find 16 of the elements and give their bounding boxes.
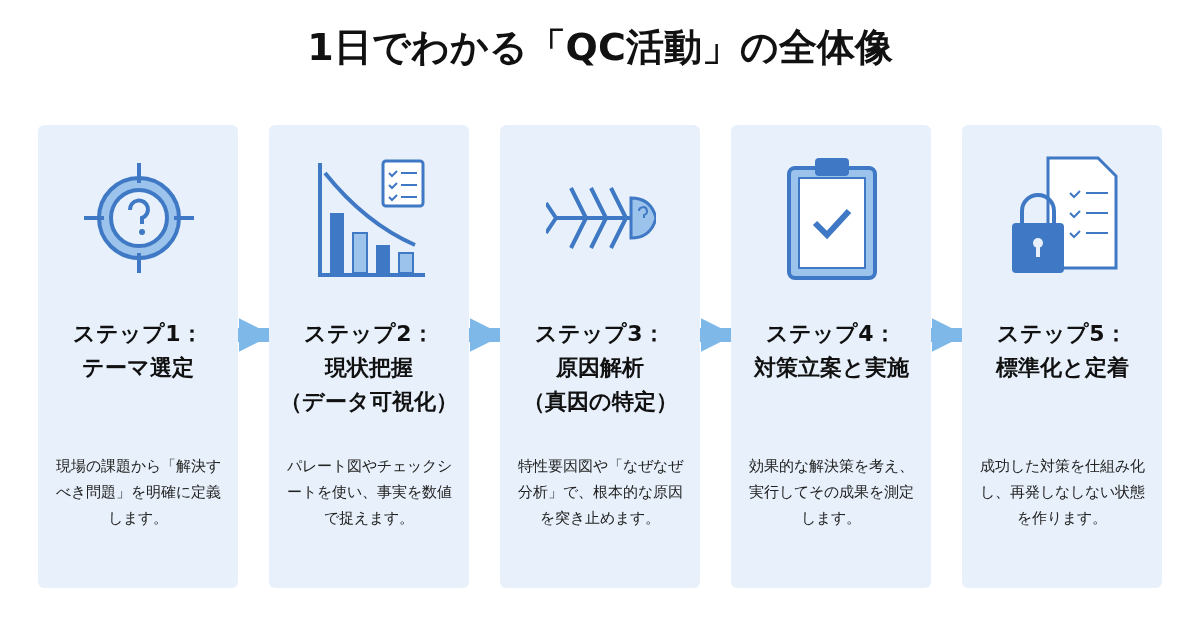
step-heading: ステップ2：現状把握（データ可視化） <box>279 320 459 416</box>
step-description: 成功した対策を仕組み化し、再発しなしない状態を作ります。 <box>978 456 1146 529</box>
step-heading: ステップ3：原因解析（真因の特定） <box>521 320 679 416</box>
step-heading: ステップ4：対策立案と実施 <box>752 320 910 382</box>
step-card <box>38 125 238 588</box>
step-description: 特性要因図や「なぜなぜ分析」で、根本的な原因を突き止めます。 <box>516 456 685 529</box>
step-description: 現場の課題から「解決すべき問題」を明確に定義します。 <box>54 456 222 529</box>
step-card <box>269 125 469 588</box>
step-description: 効果的な解決策を考え、実行してその成果を測定します。 <box>747 456 915 529</box>
step-heading: ステップ1：テーマ選定 <box>72 320 204 382</box>
step-card <box>731 125 931 588</box>
step-card <box>962 125 1162 588</box>
step-description: パレート図やチェックシートを使い、事実を数値で捉えます。 <box>285 456 453 529</box>
step-card <box>500 125 700 588</box>
title: 1日でわかる「QC活動」の全体像 <box>306 24 894 71</box>
step-heading: ステップ5：標準化と定着 <box>994 320 1130 382</box>
